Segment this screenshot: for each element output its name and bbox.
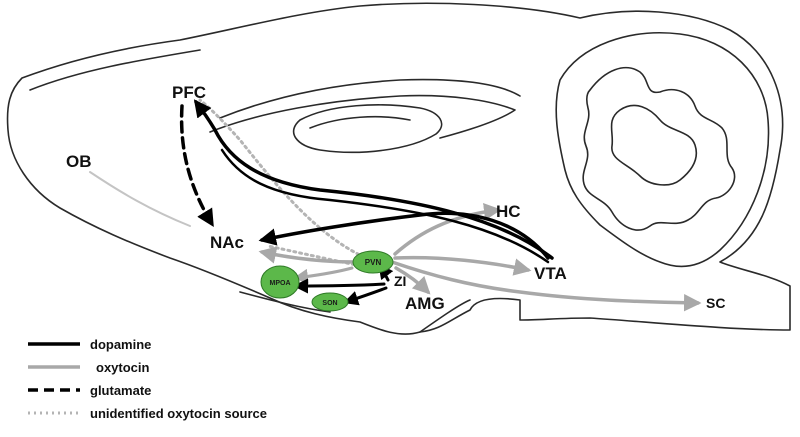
pfc-to-nac-glutamate-path bbox=[179, 104, 214, 227]
brainstem-detail bbox=[419, 299, 471, 333]
cerebellar-folia bbox=[582, 66, 736, 231]
callosum-upper bbox=[219, 78, 521, 119]
sc-label: SC bbox=[706, 295, 725, 311]
pvn-to-nac-oxytocin-path bbox=[258, 246, 358, 264]
zi-label: ZI bbox=[394, 273, 406, 289]
zi-to-mpoa-dopamine-path bbox=[293, 278, 386, 294]
cerebellum-outline bbox=[555, 32, 770, 268]
hc-label: HC bbox=[496, 202, 521, 221]
vta-to-nac-dopamine-path bbox=[258, 211, 550, 260]
pvn-to-mpoa-oxytocin-path bbox=[293, 266, 354, 284]
nuclei: PVN MPOA SON bbox=[260, 250, 394, 312]
son-nucleus bbox=[311, 292, 349, 312]
pvn-to-sc-oxytocin-path bbox=[390, 260, 702, 312]
mpoa-nucleus bbox=[260, 265, 300, 299]
mpoa-label: MPOA bbox=[270, 280, 291, 287]
ob-to-nac-oxytocin-path bbox=[89, 171, 191, 227]
pfc-label: PFC bbox=[172, 83, 206, 102]
zi-to-son-dopamine-path bbox=[343, 286, 388, 306]
pvn-nucleus bbox=[352, 250, 394, 274]
thalamic-arc bbox=[309, 115, 411, 129]
callosum-lower bbox=[209, 94, 516, 139]
pathways bbox=[89, 98, 702, 312]
vta-to-pfc-dopamine-path-2 bbox=[220, 148, 550, 264]
hypothalamic-floor bbox=[239, 291, 331, 313]
legend: dopamine oxytocin glutamate unidentified… bbox=[28, 337, 267, 421]
pvn-to-amg-oxytocin-path bbox=[394, 266, 431, 295]
pvn-label: PVN bbox=[365, 258, 382, 267]
son-label: SON bbox=[322, 300, 337, 307]
unidentified-to-nac-path bbox=[266, 244, 374, 270]
pvn-to-hc-oxytocin-path bbox=[393, 203, 502, 256]
pvn-to-vta-oxytocin-path bbox=[393, 255, 532, 276]
vta-label: VTA bbox=[534, 264, 567, 283]
ob-label: OB bbox=[66, 152, 92, 171]
cerebellar-folia-inner bbox=[610, 104, 698, 186]
legend-oxytocin-label: oxytocin bbox=[96, 360, 150, 375]
legend-dopamine-label: dopamine bbox=[90, 337, 151, 352]
vta-to-pfc-dopamine-path bbox=[193, 99, 554, 260]
legend-glutamate-label: glutamate bbox=[90, 383, 151, 398]
legend-unidentified-label: unidentified oxytocin source bbox=[90, 406, 267, 421]
nac-label: NAc bbox=[210, 233, 244, 252]
amg-label: AMG bbox=[405, 294, 445, 313]
brain-outer-contour bbox=[6, 2, 791, 335]
olfactory-line bbox=[29, 49, 201, 91]
unidentified-to-pfc-path bbox=[198, 98, 377, 264]
region-labels: PFC OB NAc HC VTA ZI AMG SC bbox=[66, 83, 725, 313]
brain-outline bbox=[6, 2, 791, 335]
hippocampal-loop bbox=[293, 104, 443, 154]
